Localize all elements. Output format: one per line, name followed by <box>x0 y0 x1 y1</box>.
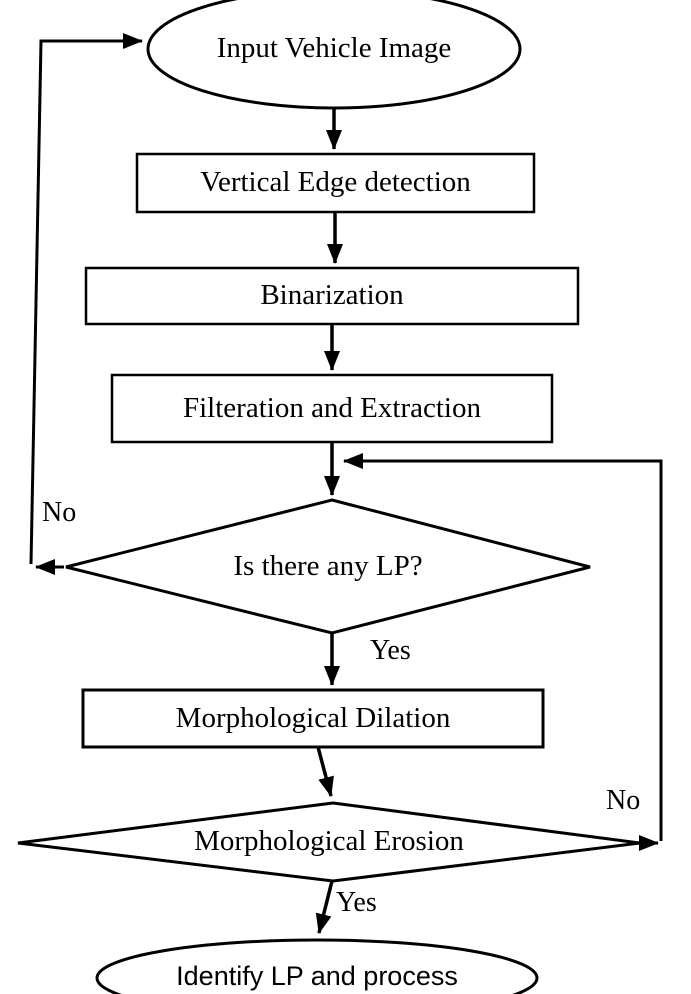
vertical-edge-detection-box <box>135 152 536 214</box>
line-right-loop-to-lp-junction <box>343 453 663 841</box>
binarization-box <box>84 266 580 326</box>
input-vehicle-image-ellipse <box>146 0 522 110</box>
identify-lp-ellipse <box>95 938 539 994</box>
filteration-extraction-box <box>110 373 554 444</box>
arrow-erosion-yes-to-identify <box>315 880 334 934</box>
morphological-dilation-box <box>81 688 545 749</box>
is-there-any-lp-diamond <box>65 498 591 635</box>
arrow-dilation-to-erosion <box>316 746 334 797</box>
line-left-loop-to-input <box>29 33 143 565</box>
morphological-erosion-diamond <box>17 801 641 883</box>
